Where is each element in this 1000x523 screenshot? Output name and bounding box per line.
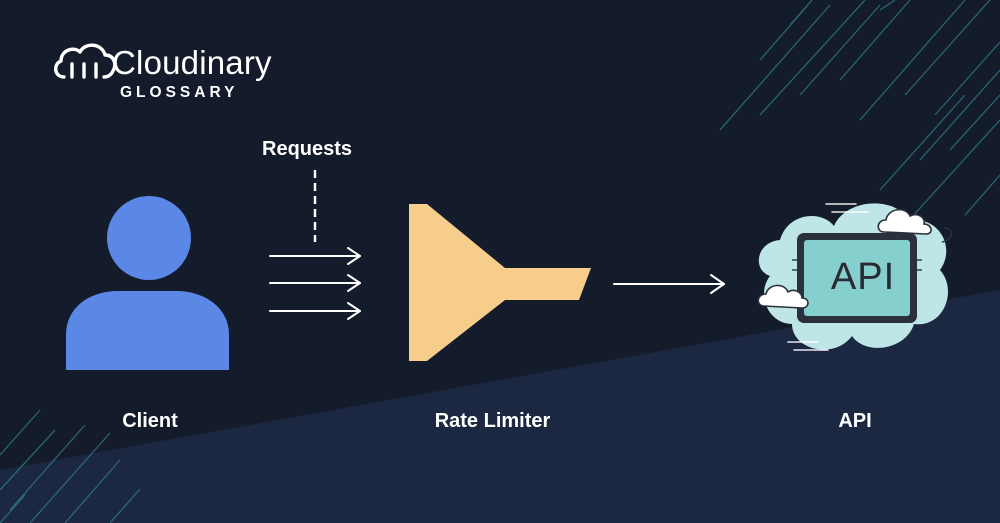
cloud-logo-icon	[54, 43, 117, 79]
arrow-right-icon	[269, 247, 361, 265]
brand-name: Cloudinary	[112, 44, 272, 81]
api-icon-text: API	[830, 256, 896, 298]
arrow-right-icon	[269, 274, 361, 292]
arrow-right-icon	[269, 302, 361, 320]
requests-dashed-line	[313, 170, 317, 242]
funnel-icon	[409, 204, 591, 361]
requests-label: Requests	[262, 138, 353, 160]
lower-band	[0, 290, 1000, 523]
api-cloud-icon	[757, 203, 952, 351]
rate-limiter-label: Rate Limiter	[434, 410, 551, 432]
api-label: API	[838, 410, 872, 432]
arrow-right-icon	[613, 274, 725, 294]
person-icon	[66, 196, 229, 370]
request-arrows	[269, 247, 361, 320]
client-label: Client	[122, 410, 178, 432]
brand-subtitle: GLOSSARY	[120, 84, 239, 101]
